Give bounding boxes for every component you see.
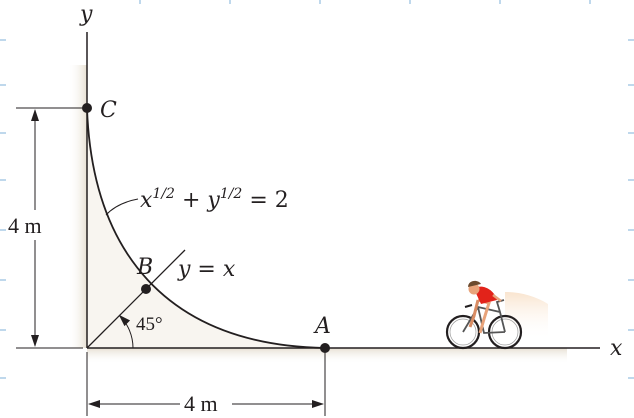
vertical-dimension bbox=[16, 107, 83, 349]
x-axis-shade bbox=[87, 348, 567, 364]
point-b-marker bbox=[141, 284, 151, 294]
cyclist-icon bbox=[445, 280, 548, 350]
y-axis-shade bbox=[68, 65, 87, 348]
line-y-equals-x bbox=[86, 249, 186, 349]
y-axis-label: y bbox=[79, 2, 93, 27]
angle-arc bbox=[118, 314, 134, 349]
vertical-dimension-label: 4 m bbox=[8, 213, 42, 238]
border-ticks bbox=[0, 0, 634, 379]
angle-label: 45° bbox=[136, 314, 163, 335]
curve-path bbox=[86, 107, 326, 349]
horizontal-dimension bbox=[86, 352, 326, 416]
horizontal-dimension-label: 4 m bbox=[184, 391, 218, 416]
point-a-marker bbox=[320, 343, 330, 353]
line-equation: y = x bbox=[177, 257, 236, 282]
point-b-label: B bbox=[136, 255, 153, 280]
point-c-label: C bbox=[100, 98, 117, 123]
curve-equation: x1/2 + y1/2 = 2 bbox=[140, 186, 289, 213]
point-a-label: A bbox=[313, 314, 331, 339]
equation-leader bbox=[105, 198, 139, 216]
point-c-marker bbox=[82, 103, 92, 113]
x-axis-label: x bbox=[610, 336, 623, 361]
